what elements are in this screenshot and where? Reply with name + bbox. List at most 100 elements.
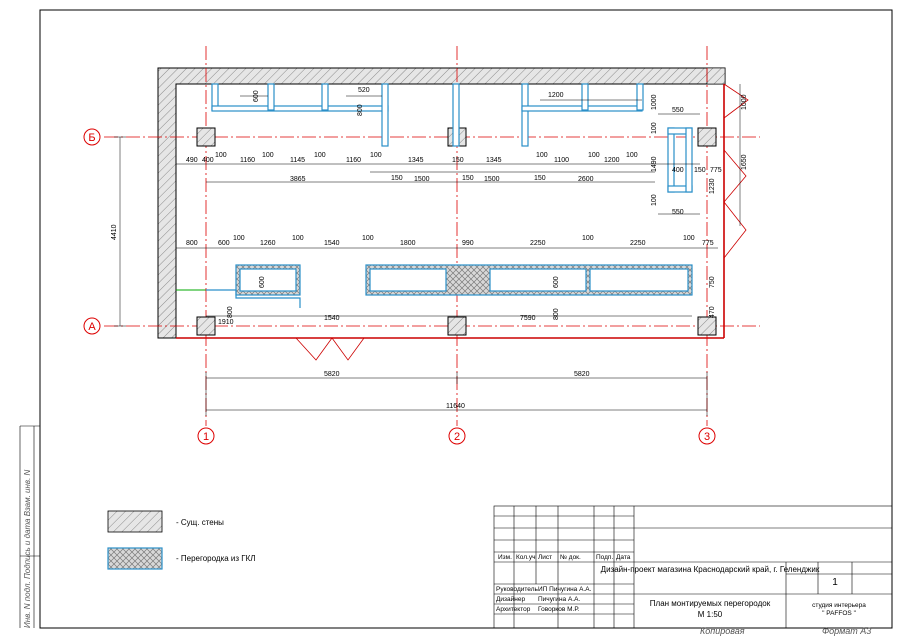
svg-text:1160: 1160 bbox=[240, 157, 255, 164]
svg-text:Архитектор: Архитектор bbox=[496, 606, 531, 613]
sheet-frame bbox=[39, 9, 893, 629]
svg-text:2600: 2600 bbox=[578, 176, 594, 183]
axis-1-label: 1 bbox=[203, 431, 209, 443]
legend-wall-swatch bbox=[107, 510, 163, 533]
axis-b-label: Б bbox=[88, 132, 95, 144]
svg-text:800: 800 bbox=[357, 104, 364, 116]
axis-2-label: 2 bbox=[454, 431, 460, 443]
dimension-ticks bbox=[114, 136, 708, 416]
svg-text:550: 550 bbox=[672, 209, 684, 216]
svg-text:Изм.: Изм. bbox=[498, 554, 512, 561]
svg-text:№ док.: № док. bbox=[560, 554, 581, 561]
svg-text:100: 100 bbox=[626, 152, 638, 159]
studio-name: " PAFFOS " bbox=[822, 610, 856, 617]
title-block-texts: Изм. Кол.уч Лист № док. Подп. Дата Руков… bbox=[496, 554, 631, 613]
svg-text:1540: 1540 bbox=[324, 315, 340, 322]
legend-wall-label: - Сущ. стены bbox=[176, 518, 224, 527]
svg-text:100: 100 bbox=[582, 235, 594, 242]
svg-text:150: 150 bbox=[452, 157, 464, 164]
svg-text:600: 600 bbox=[253, 90, 260, 102]
svg-text:490: 490 bbox=[186, 157, 198, 164]
svg-text:Говорков М.Р.: Говорков М.Р. bbox=[538, 606, 579, 613]
svg-text:100: 100 bbox=[362, 235, 374, 242]
svg-text:1540: 1540 bbox=[324, 240, 340, 247]
svg-text:400: 400 bbox=[202, 157, 214, 164]
svg-text:1000: 1000 bbox=[741, 94, 748, 110]
svg-text:150: 150 bbox=[462, 175, 474, 182]
svg-text:11640: 11640 bbox=[446, 403, 465, 410]
svg-text:520: 520 bbox=[358, 87, 370, 94]
axis-a-label: А bbox=[88, 321, 96, 333]
project-title: Дизайн-проект магазина Краснодарский кра… bbox=[601, 565, 820, 574]
svg-text:Дизайнер: Дизайнер bbox=[496, 595, 525, 603]
svg-text:100: 100 bbox=[536, 152, 548, 159]
svg-text:1260: 1260 bbox=[260, 240, 276, 247]
svg-text:1200: 1200 bbox=[548, 92, 564, 99]
middle-partitions bbox=[206, 264, 693, 308]
svg-text:470: 470 bbox=[709, 306, 716, 318]
svg-text:600: 600 bbox=[259, 276, 266, 288]
svg-text:2250: 2250 bbox=[630, 240, 646, 247]
svg-text:100: 100 bbox=[683, 235, 695, 242]
svg-text:1000: 1000 bbox=[651, 94, 658, 110]
svg-text:600: 600 bbox=[218, 240, 230, 247]
svg-text:1500: 1500 bbox=[414, 176, 430, 183]
svg-text:1230: 1230 bbox=[709, 178, 716, 194]
sheet-number: 1 bbox=[832, 577, 838, 588]
axis-3-label: 3 bbox=[704, 431, 710, 443]
svg-text:100: 100 bbox=[651, 122, 658, 134]
svg-text:990: 990 bbox=[462, 240, 474, 247]
svg-text:1500: 1500 bbox=[484, 176, 500, 183]
svg-text:150: 150 bbox=[694, 167, 706, 174]
dimension-texts: 490 400 100 1160 100 1145 100 1160 100 1… bbox=[111, 87, 748, 410]
svg-text:600: 600 bbox=[553, 276, 560, 288]
studio-label: студия интерьера bbox=[812, 602, 866, 609]
svg-text:1800: 1800 bbox=[400, 240, 416, 247]
sheet-scale: М 1:50 bbox=[698, 610, 723, 619]
axis-markers: Б А 1 2 3 bbox=[83, 128, 716, 445]
svg-text:4410: 4410 bbox=[111, 224, 118, 240]
svg-text:5820: 5820 bbox=[574, 371, 590, 378]
svg-text:Пичугина А.А.: Пичугина А.А. bbox=[538, 596, 580, 603]
entry-door bbox=[295, 337, 365, 361]
legend: - Сущ. стены - Перегородка из ГКЛ bbox=[107, 510, 256, 570]
svg-text:100: 100 bbox=[651, 194, 658, 206]
sheet-title: План монтируемых перегородок bbox=[650, 599, 771, 608]
svg-text:2250: 2250 bbox=[530, 240, 546, 247]
svg-text:100: 100 bbox=[215, 152, 227, 159]
svg-text:1650: 1650 bbox=[741, 154, 748, 170]
svg-text:400: 400 bbox=[672, 167, 684, 174]
svg-text:800: 800 bbox=[227, 306, 234, 318]
svg-text:775: 775 bbox=[702, 240, 714, 247]
side-stamp-text: Инв. N подл. Подпись и дата Взам. инв. N bbox=[23, 469, 32, 628]
svg-text:3865: 3865 bbox=[290, 176, 306, 183]
svg-text:800: 800 bbox=[553, 308, 560, 320]
svg-text:5820: 5820 bbox=[324, 371, 340, 378]
svg-text:1490: 1490 bbox=[651, 156, 658, 172]
legend-gkl-swatch bbox=[107, 547, 163, 570]
svg-text:1910: 1910 bbox=[218, 319, 234, 326]
svg-text:Руководитель: Руководитель bbox=[496, 586, 538, 593]
top-partitions bbox=[211, 83, 693, 193]
dimension-lines bbox=[119, 84, 741, 411]
footer-format: Формат А3 bbox=[822, 626, 871, 636]
svg-text:150: 150 bbox=[534, 175, 546, 182]
footer-copy: Копировая bbox=[700, 626, 745, 636]
svg-text:150: 150 bbox=[391, 175, 403, 182]
columns bbox=[196, 127, 717, 336]
svg-text:550: 550 bbox=[672, 107, 684, 114]
svg-text:100: 100 bbox=[588, 152, 600, 159]
svg-text:775: 775 bbox=[710, 167, 722, 174]
svg-text:1100: 1100 bbox=[554, 157, 569, 164]
svg-text:100: 100 bbox=[262, 152, 274, 159]
svg-text:1160: 1160 bbox=[346, 157, 361, 164]
svg-text:Лист: Лист bbox=[538, 554, 552, 561]
svg-text:800: 800 bbox=[186, 240, 198, 247]
svg-text:1345: 1345 bbox=[408, 157, 424, 164]
svg-text:7590: 7590 bbox=[520, 315, 536, 322]
svg-text:100: 100 bbox=[233, 235, 245, 242]
svg-text:Кол.уч: Кол.уч bbox=[516, 554, 536, 561]
legend-gkl-label: - Перегородка из ГКЛ bbox=[176, 554, 256, 563]
svg-text:1345: 1345 bbox=[486, 157, 502, 164]
